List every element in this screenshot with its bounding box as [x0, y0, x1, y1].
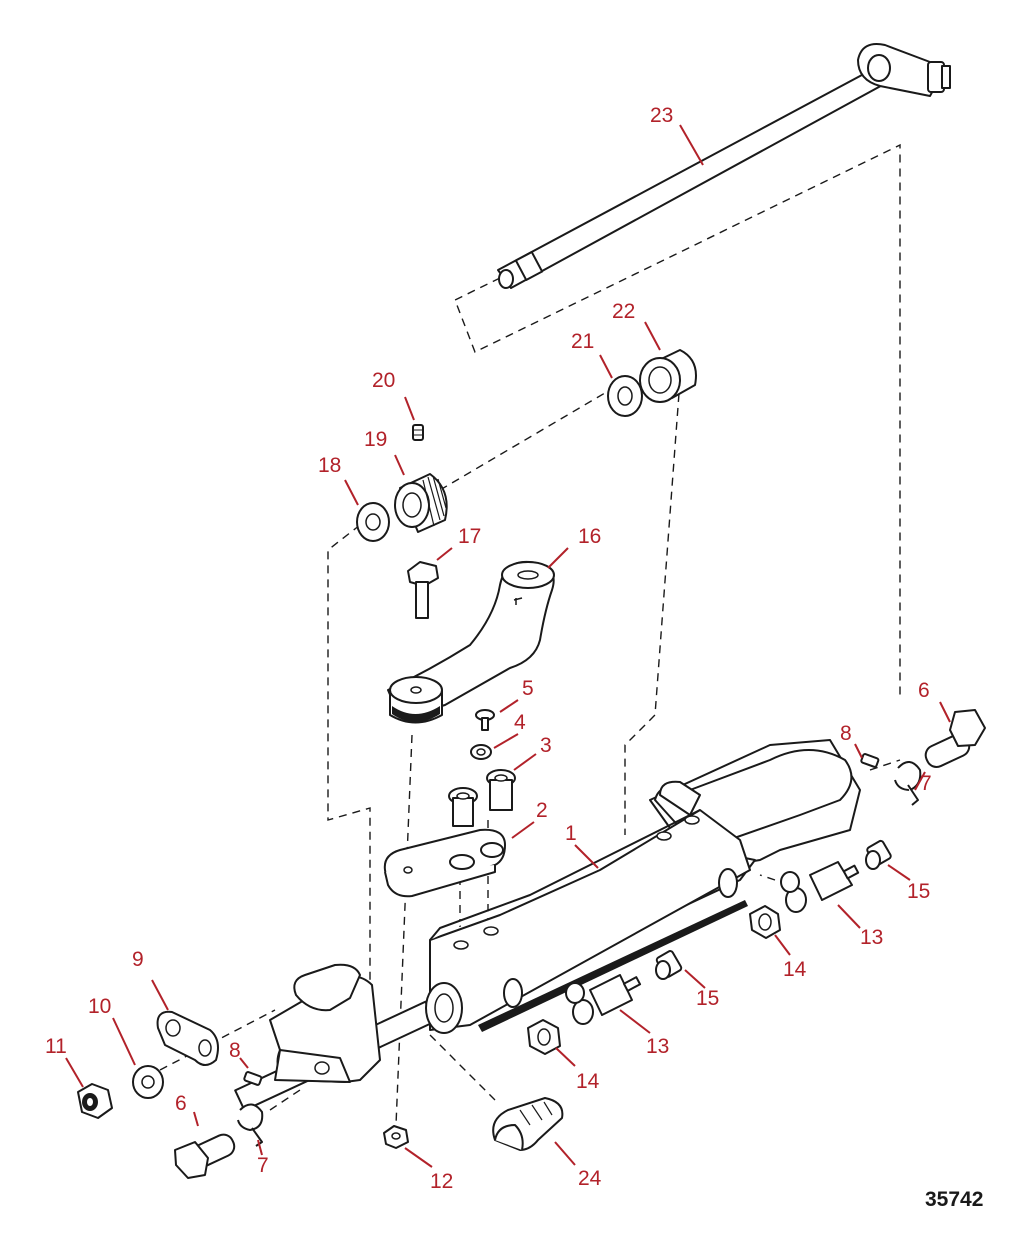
clip-part-7-left [237, 1103, 264, 1147]
callout-18: 18 [318, 454, 341, 477]
callout-3: 3 [540, 734, 552, 757]
key-part-8-left [243, 1071, 263, 1086]
steering-cylinder-part-1 [234, 739, 861, 1112]
callout-12: 12 [430, 1170, 453, 1193]
boot-part-24 [492, 1097, 564, 1151]
steering-arm-part-16 [387, 560, 555, 724]
callout-labels: 23 22 21 20 19 18 17 16 5 4 3 2 1 6 8 7 … [45, 104, 932, 1193]
callout-14-upper: 14 [783, 958, 807, 981]
callout-13-upper: 13 [860, 926, 883, 949]
mounting-plate-part-2 [383, 828, 506, 898]
nut-part-12 [383, 1125, 409, 1149]
figure-id: 35742 [925, 1188, 983, 1211]
tie-rod-part-23 [497, 43, 951, 289]
fitting-part-13-upper [780, 861, 860, 913]
leader-lines [65, 124, 951, 1168]
callout-21: 21 [571, 330, 594, 353]
callout-2: 2 [536, 799, 548, 822]
callout-4: 4 [514, 711, 526, 734]
washer-part-4 [470, 744, 492, 760]
fitting-part-15-upper [865, 839, 892, 870]
bushing-part-22 [639, 349, 697, 403]
callout-16: 16 [578, 525, 601, 548]
washer-part-21 [607, 375, 643, 417]
washer-part-10 [132, 1065, 164, 1099]
callout-22: 22 [612, 300, 635, 323]
callout-10: 10 [88, 995, 111, 1018]
callout-19: 19 [364, 428, 387, 451]
callout-15-lower: 15 [696, 987, 719, 1010]
set-screw-part-20 [412, 424, 424, 441]
callout-9: 9 [132, 948, 144, 971]
bolt-part-17 [407, 561, 439, 619]
callout-8-left: 8 [229, 1039, 241, 1062]
clip-part-7-right [894, 761, 922, 806]
callout-8-right: 8 [840, 722, 852, 745]
screw-part-5 [475, 709, 495, 731]
callout-20: 20 [372, 369, 395, 392]
callout-7-right: 7 [920, 772, 932, 795]
fitting-part-13-lower [565, 974, 642, 1025]
bolt-part-6-right [924, 709, 986, 768]
callout-24: 24 [578, 1167, 602, 1190]
bushing-part-3 [486, 769, 516, 811]
callout-11: 11 [45, 1035, 67, 1058]
callout-17: 17 [458, 525, 481, 548]
link-plate-part-9 [156, 1010, 219, 1066]
bolt-part-6-left [174, 1133, 236, 1179]
knurled-nut-part-19 [394, 473, 448, 533]
callout-1: 1 [565, 822, 577, 845]
fitting-part-15-lower [655, 950, 683, 980]
lock-nut-part-11 [77, 1083, 113, 1119]
nut-part-14-lower [527, 1019, 561, 1055]
bushing-left [448, 787, 478, 827]
callout-14-lower: 14 [576, 1070, 600, 1093]
nut-part-14-upper [749, 905, 781, 939]
callout-7-left: 7 [257, 1154, 269, 1177]
callout-5: 5 [522, 677, 534, 700]
callout-6-left: 6 [175, 1092, 187, 1115]
callout-6-right: 6 [918, 679, 930, 702]
callout-13-lower: 13 [646, 1035, 669, 1058]
key-part-8-right [860, 753, 880, 768]
washer-part-18 [356, 502, 390, 542]
callout-23: 23 [650, 104, 673, 127]
callout-15-upper: 15 [907, 880, 930, 903]
